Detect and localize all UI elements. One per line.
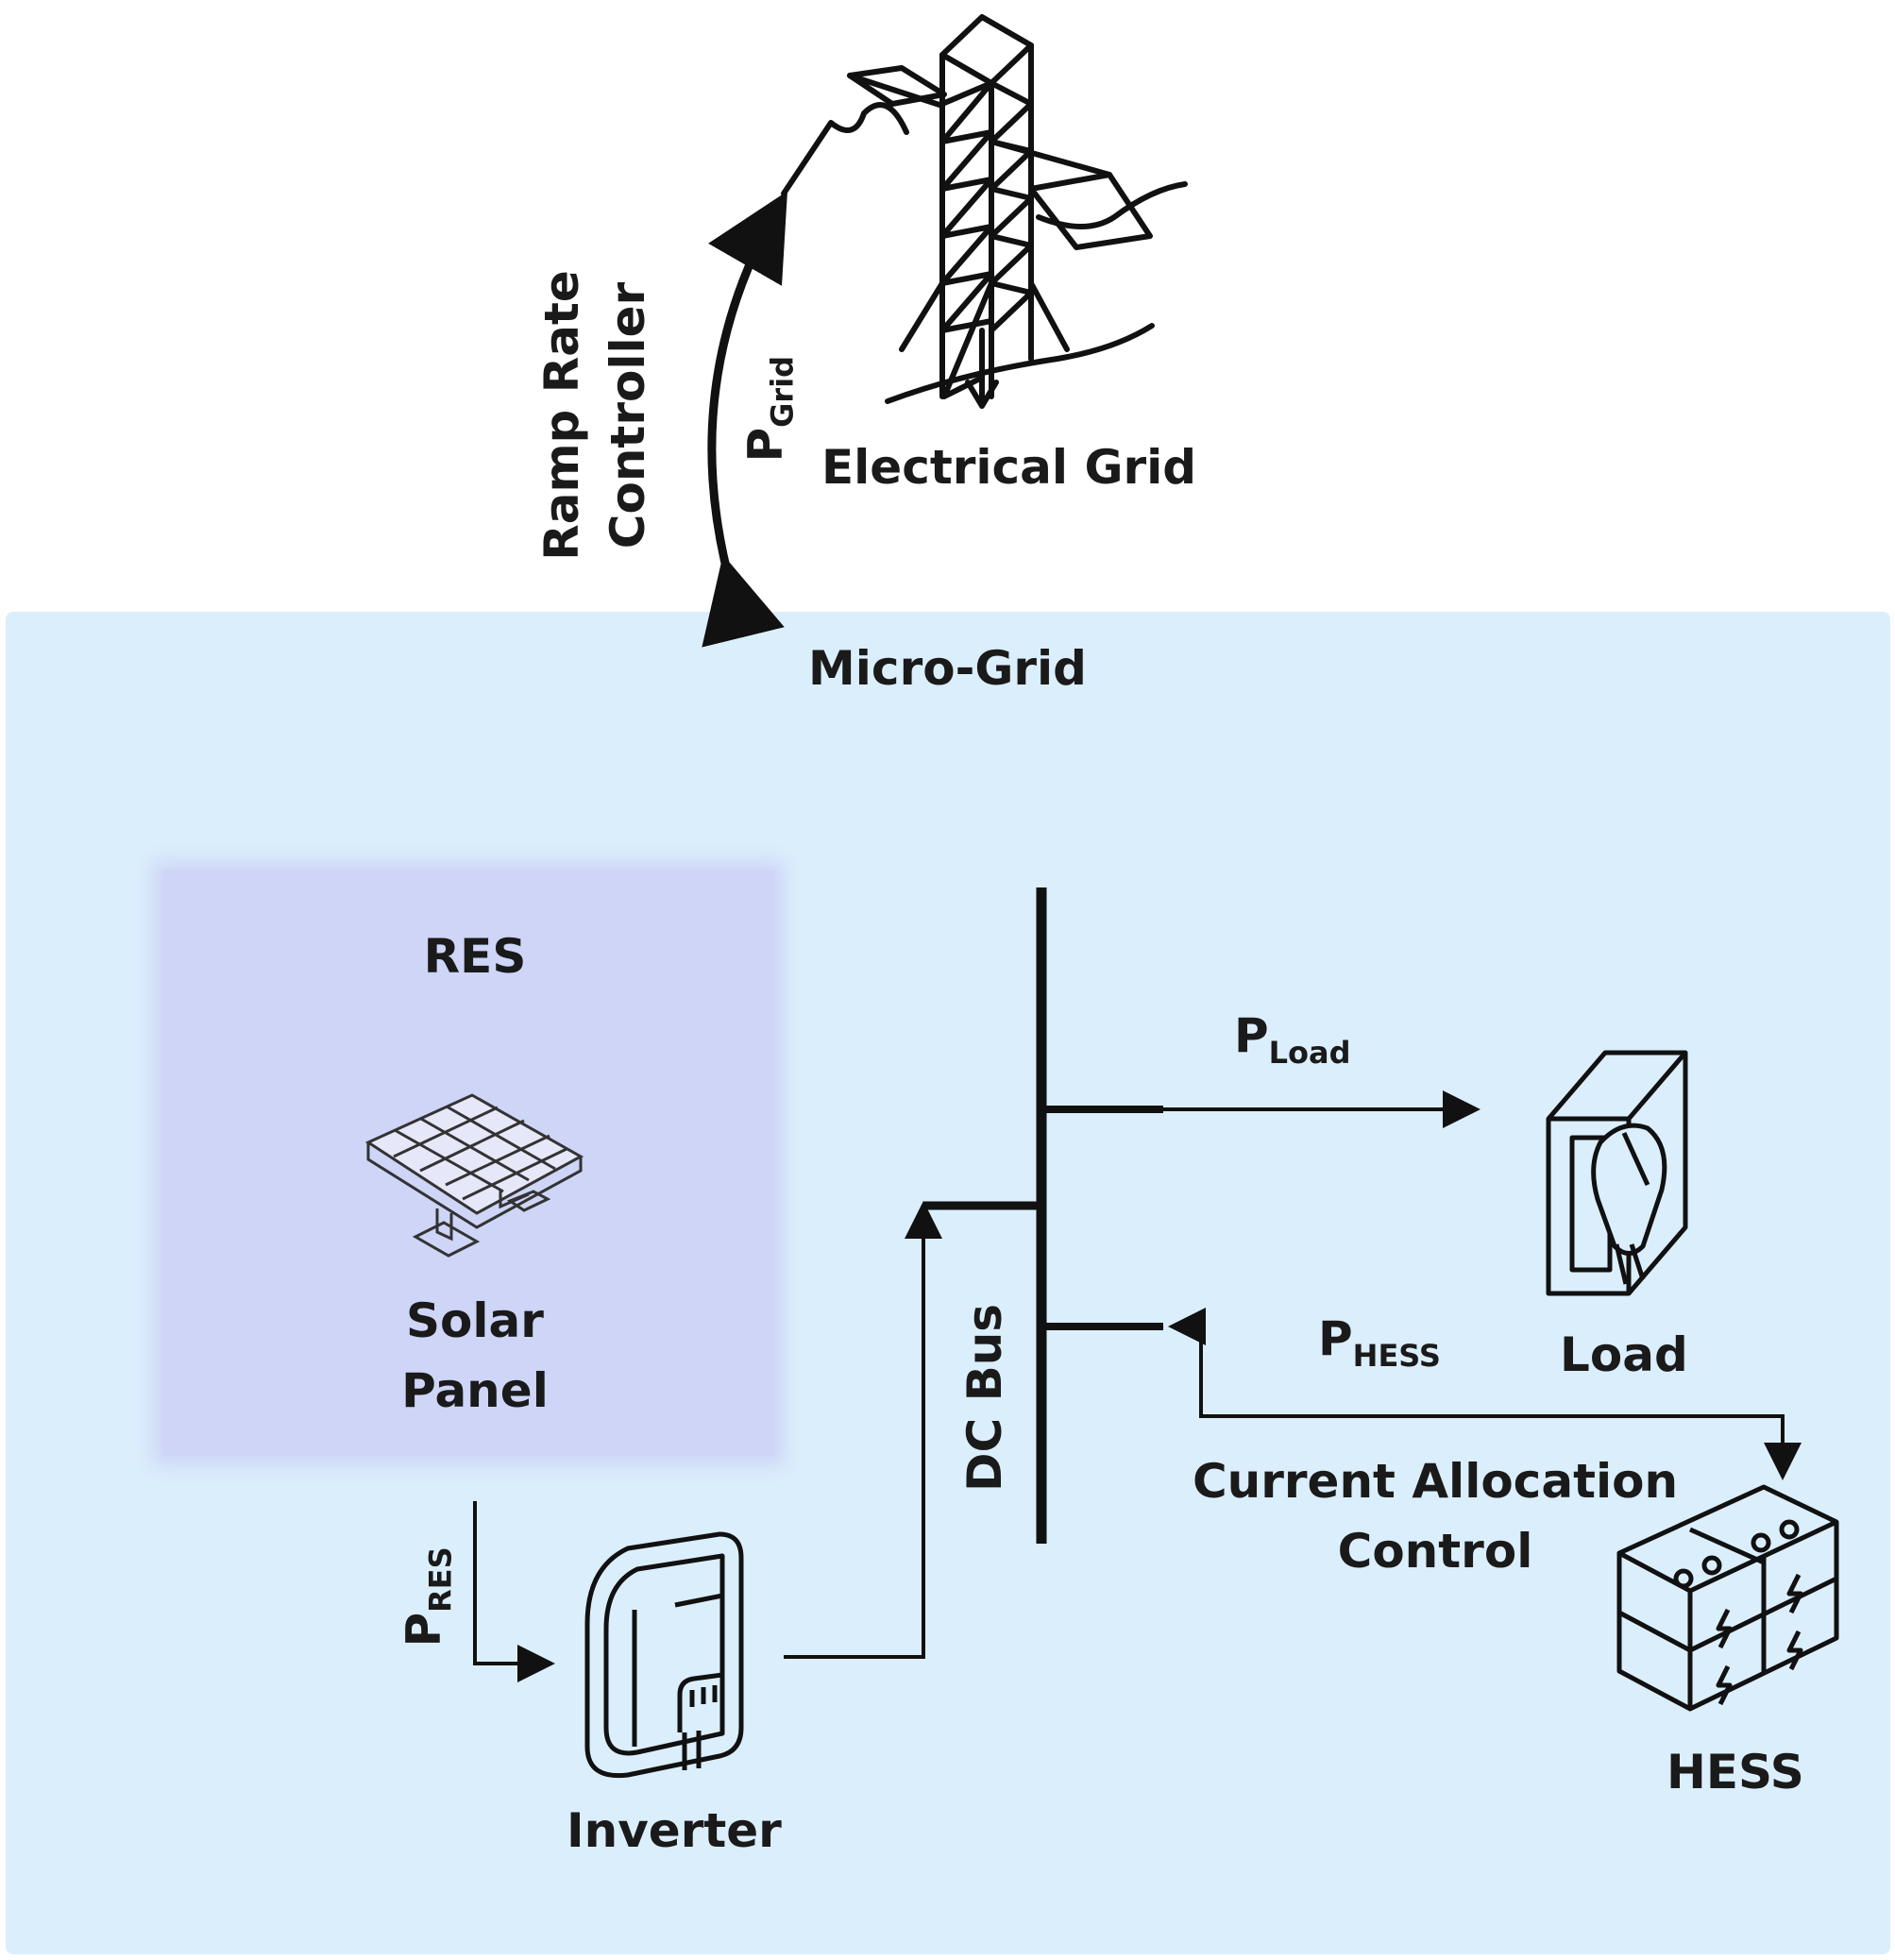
microgrid-title: Micro-Grid	[808, 641, 1087, 696]
ramp-rate-line1: Ramp Rate	[534, 270, 589, 561]
dc-bus-label: DC Bus	[957, 1303, 1012, 1492]
inverter-icon	[584, 1531, 744, 1779]
ramp-rate-line2: Controller	[601, 281, 655, 549]
res-title: RES	[423, 929, 527, 984]
res-to-inverter-arrow	[473, 1501, 555, 1682]
ramp-rate-arrow	[702, 191, 787, 648]
ramp-rate-label: Ramp Rate Controller	[534, 255, 655, 576]
solar-panel-label: Solar Panel	[401, 1293, 549, 1418]
transmission-tower-icon	[781, 14, 1188, 409]
hess-arrow	[1199, 1326, 1802, 1480]
current-allocation-control-label: Current Allocation Control	[1192, 1454, 1679, 1579]
p-hess-label: PHESS	[1318, 1311, 1441, 1374]
solar-panel-icon	[364, 1093, 584, 1258]
inverter-label: Inverter	[567, 1803, 782, 1858]
inverter-to-bus-wire	[784, 1201, 942, 1659]
power-outlet-icon	[1546, 1050, 1688, 1296]
load-label: Load	[1560, 1327, 1688, 1382]
battery-pack-icon	[1616, 1484, 1839, 1712]
hess-label: HESS	[1667, 1745, 1804, 1799]
p-load-label: PLoad	[1234, 1008, 1351, 1071]
p-grid-label: PGrid	[737, 355, 801, 463]
p-res-label: PRES	[396, 1546, 459, 1647]
grid-label: Electrical Grid	[821, 440, 1197, 495]
